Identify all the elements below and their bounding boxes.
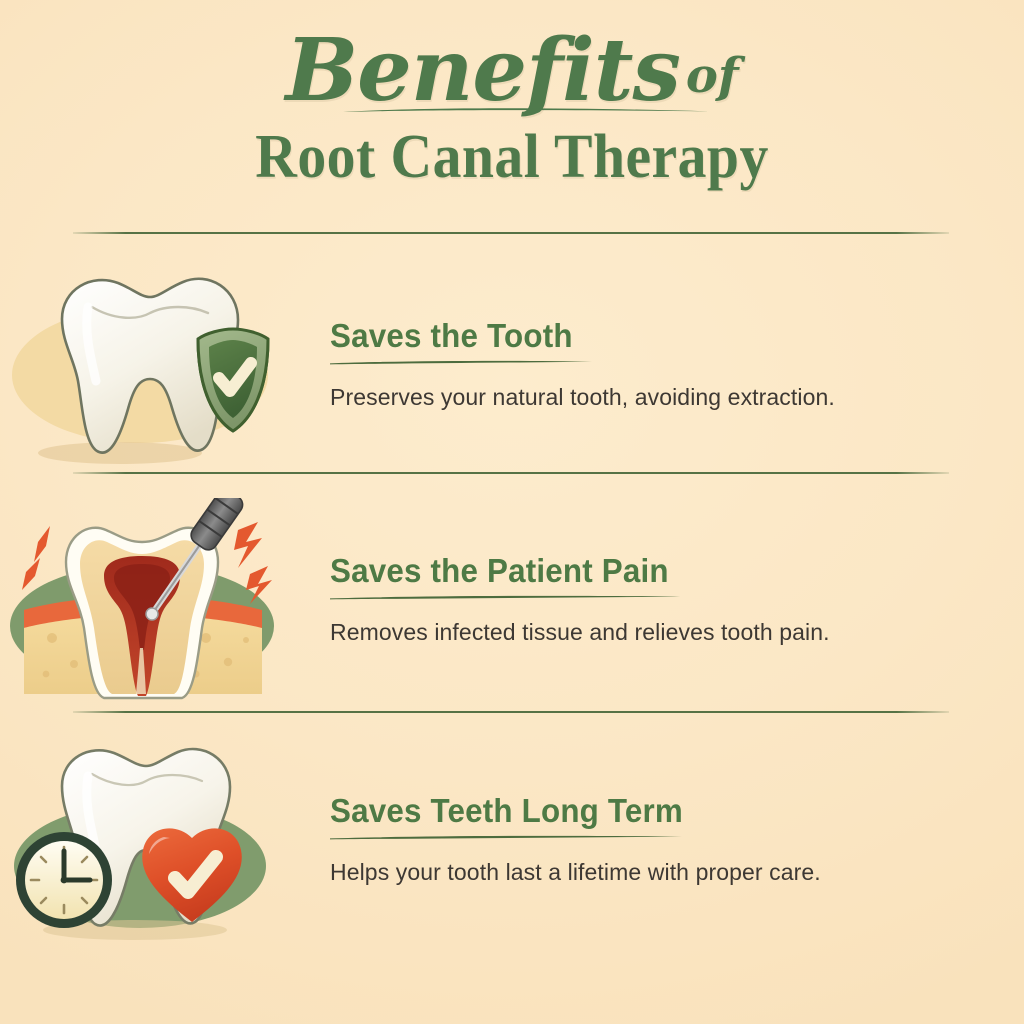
divider-top	[73, 232, 949, 234]
benefit-copy: Saves the Patient Pain Removes infected …	[300, 552, 1024, 648]
tooth-cross-section-drill-icon	[0, 497, 300, 703]
benefit-row: Saves the Patient Pain Removes infected …	[0, 495, 1024, 705]
benefit-heading: Saves the Tooth	[330, 317, 573, 355]
divider-1	[73, 472, 949, 474]
benefit-body: Removes infected tissue and relieves too…	[330, 619, 830, 646]
benefit-row: Saves the Tooth Preserves your natural t…	[0, 260, 1024, 470]
pain-bolt-right	[234, 521, 272, 604]
benefit-heading: Saves Teeth Long Term	[330, 792, 683, 830]
tooth-clock-heart-icon	[0, 738, 300, 943]
title-main-line: Root Canal Therapy	[255, 123, 769, 192]
benefit-copy: Saves Teeth Long Term Helps your tooth l…	[300, 792, 1024, 888]
benefit-row: Saves Teeth Long Term Helps your tooth l…	[0, 735, 1024, 945]
pain-bolt-left	[22, 525, 50, 590]
benefit-body: Preserves your natural tooth, avoiding e…	[330, 384, 835, 411]
benefit-heading-underline	[330, 359, 954, 365]
benefit-body: Helps your tooth last a lifetime with pr…	[330, 859, 821, 886]
benefit-heading: Saves the Patient Pain	[330, 552, 669, 590]
benefit-heading-underline	[330, 834, 954, 840]
tooth-shield-check-icon	[0, 263, 300, 468]
title-script-suffix: of	[685, 48, 739, 104]
divider-2	[73, 711, 949, 713]
benefit-heading-underline	[330, 594, 954, 600]
title-script-word: Benefits	[285, 20, 680, 121]
benefit-copy: Saves the Tooth Preserves your natural t…	[300, 317, 1024, 413]
